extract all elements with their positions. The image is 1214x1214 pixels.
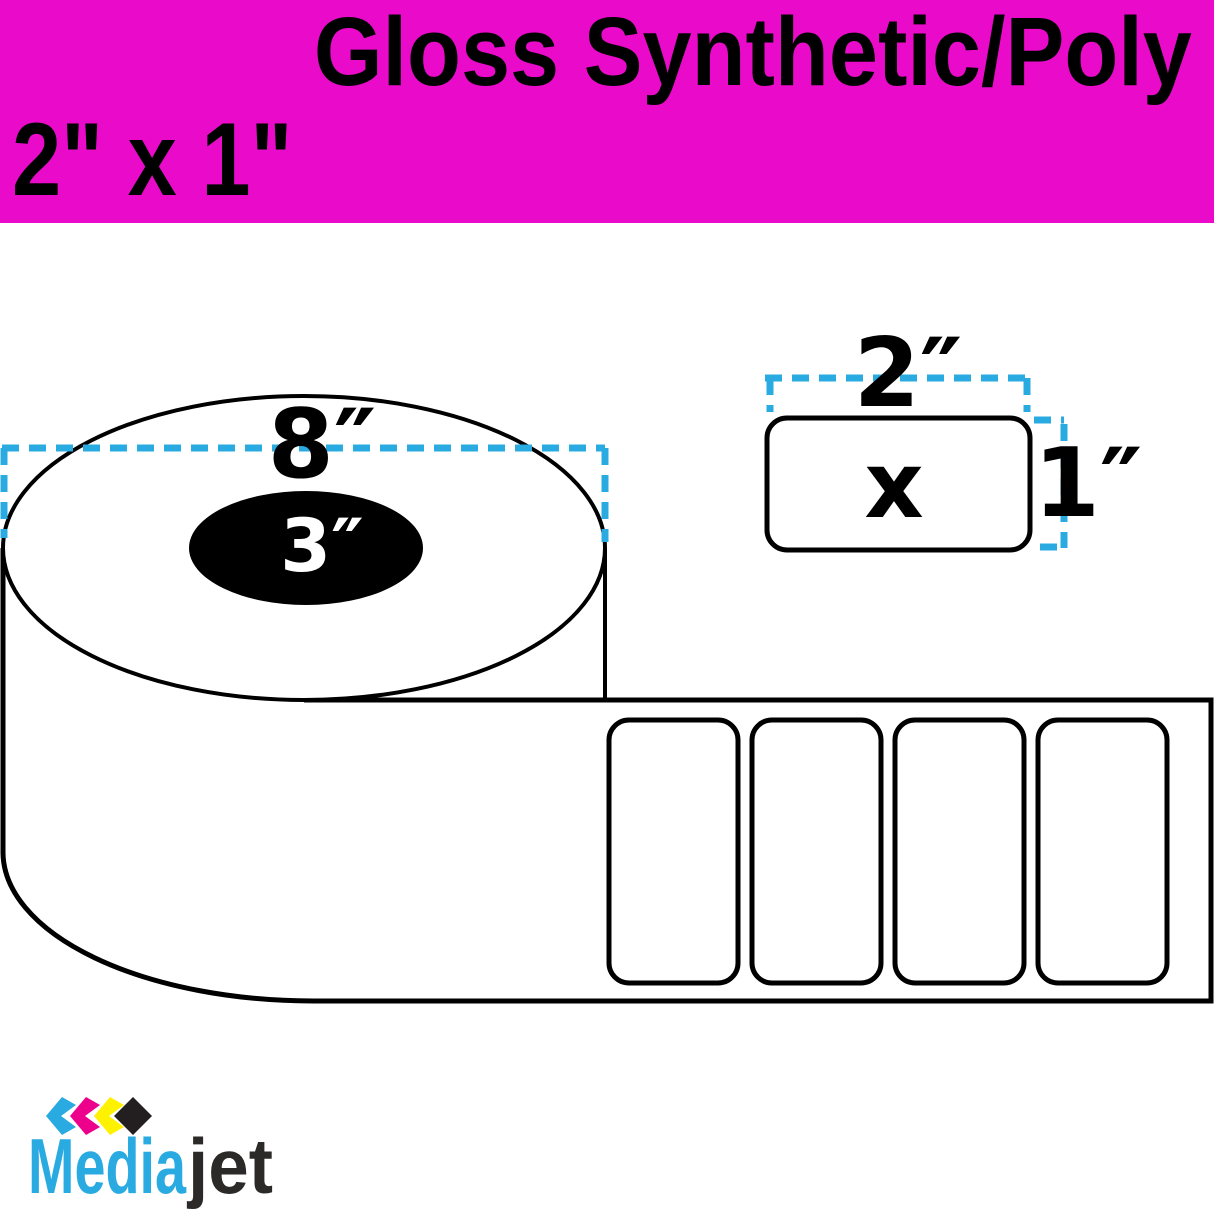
roll-diameter-label: 8″	[268, 390, 377, 500]
logo-magenta-chevron-icon	[70, 1097, 100, 1135]
roll-outline-group	[0, 394, 1214, 1004]
logo-black-diamond-icon	[114, 1097, 152, 1135]
logo-yellow-chevron-icon	[94, 1097, 124, 1135]
roll-core-ellipse	[189, 491, 423, 605]
single-label-rect	[764, 415, 1033, 553]
web-label-3	[892, 717, 1027, 986]
label-size-title: 2" x 1"	[12, 102, 293, 218]
roll-tail-outline	[0, 548, 314, 1004]
core-diameter-label: 3″	[280, 504, 363, 589]
material-title: Gloss Synthetic/Poly	[313, 0, 1192, 106]
web-label-2	[749, 717, 884, 986]
label-area-marker: x	[864, 432, 923, 539]
label-height-dimension	[1034, 416, 1068, 551]
logo-text-jet: jet	[186, 1122, 273, 1210]
brand-logo: Media jet	[28, 1097, 273, 1210]
label-width-dimension	[765, 374, 1032, 412]
roll-diameter-dimension	[0, 444, 609, 542]
logo-cyan-chevron-icon	[46, 1097, 76, 1135]
web-label-1	[606, 717, 741, 986]
logo-text-media: Media	[28, 1122, 186, 1210]
web-label-4	[1035, 717, 1170, 986]
header-banner: Gloss Synthetic/Poly 2" x 1"	[0, 0, 1214, 223]
label-height-label: 1″	[1034, 429, 1143, 539]
web-outline	[304, 697, 1214, 1004]
dimension-lines-group	[0, 374, 1068, 551]
label-width-label: 2″	[854, 319, 963, 429]
